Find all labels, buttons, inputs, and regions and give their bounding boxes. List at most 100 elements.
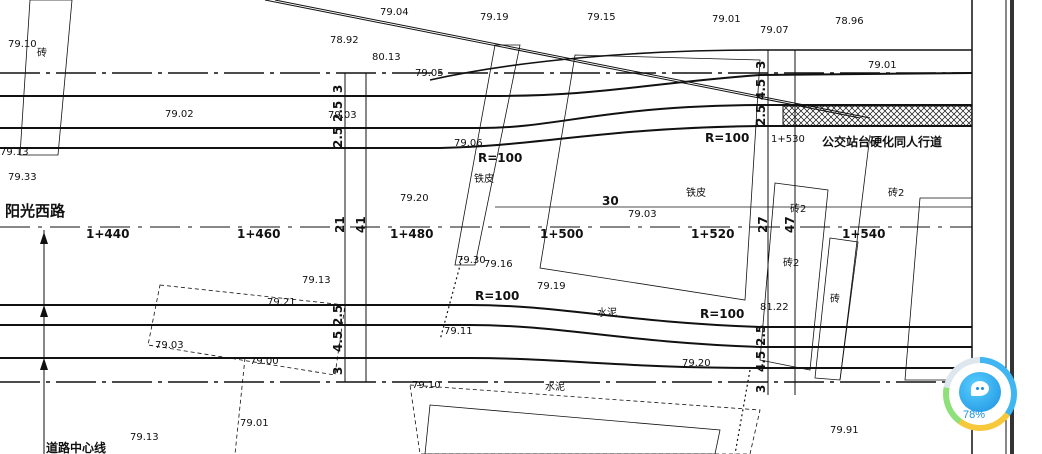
dim-top-2: 2.5 [331,101,345,122]
dim-bottom-1: 2.5 [331,305,345,326]
elevation: 79.21 [267,297,296,308]
elevation: 79.03 [155,340,184,351]
arrow-up-icon [40,305,48,317]
bus-stop-label: 公交站台硬化同人行道 [822,134,942,149]
material-cement: 水泥 [545,380,565,393]
dim-right-bottom-1: 2.5 [754,325,768,346]
material-brick: 砖 [830,292,840,305]
elevation: 79.13 [0,147,29,158]
material-iron: 铁皮 [686,186,706,199]
dot-icon [976,387,979,390]
radius-label: R=100 [705,131,749,145]
centerline-label: 道路中心线 [46,440,106,454]
elevation: 79.13 [302,275,331,286]
dim-bottom-3: 3 [331,367,345,375]
top-curve-upper [429,49,761,81]
dashed-area-bottom [409,384,761,454]
dim-bottom-2: 4.5 [331,331,345,352]
top-lane-line-3 [0,125,972,149]
iron-shed-outline [454,44,521,266]
bottom-lane-line-3 [0,357,972,369]
elevation: 79.19 [480,12,509,23]
station-1-440: 1+440 [86,227,129,241]
building-outline-left [19,0,73,156]
dashed-area-left [147,284,346,376]
station-1-480: 1+480 [390,227,433,241]
elevation: 79.15 [587,12,616,23]
elevation: 79.07 [760,25,789,36]
elevation: 79.04 [380,7,409,18]
assistant-floating-button[interactable]: 78% [943,357,1017,431]
radius-label: R=100 [700,307,744,321]
dashed-boundary-left [234,357,246,454]
station-1-460: 1+460 [237,227,280,241]
dotted-boundary-right [734,369,751,454]
station-1-540: 1+540 [842,227,885,241]
progress-percent: 78% [962,409,986,421]
station-marker-1-530: 1+530 [771,134,805,145]
elevation: 79.30 [457,255,486,266]
elevation: 79.91 [830,425,859,436]
dim-right-top-3: 2.5 [754,105,768,126]
elevation: 79.16 [484,259,513,270]
arrow-up-icon [40,232,48,244]
bus-stop-hatched-area [782,105,973,127]
elevation: 79.20 [682,358,711,369]
station-1-500: 1+500 [540,227,583,241]
dim-47: 47 [783,216,797,233]
assistant-ring: 78% [949,363,1011,425]
dim-top-3: 2.5 [331,127,345,148]
elevation: 79.06 [454,138,483,149]
building-outline-right-1 [759,182,829,371]
elevation: 79.05 [415,68,444,79]
bus-stop-divider [839,134,871,381]
vertical-scrollbar[interactable] [1010,0,1014,454]
elevation: 80.13 [372,52,401,63]
arrow-up-icon [40,358,48,370]
building-outline-right-2 [904,197,973,381]
dim-right-bottom-2: 4.5 [754,351,768,372]
elevation: 79.33 [8,172,37,183]
elevation: 78.92 [330,35,359,46]
dim-right-top-1: 3 [754,61,768,69]
span-30: 30 [602,194,619,208]
bottom-lane-line-1 [360,304,972,328]
dim-right-top-2: 4.5 [754,79,768,100]
material-brick: 砖2 [790,202,806,215]
elevation: 81.22 [760,302,789,313]
dot-icon [981,387,984,390]
dim-41: 41 [354,216,368,233]
bottom-lane-line-2 [0,324,972,348]
road-name: 阳光西路 [5,202,66,220]
elevation: 79.01 [868,60,897,71]
dim-top-1: 3 [331,85,345,93]
building-outline-mid [539,54,761,301]
dotted-boundary [439,257,463,341]
elevation: 79.00 [250,356,279,367]
elevation: 79.02 [165,109,194,120]
elevation: 79.13 [130,432,159,443]
dim-right-bottom-3: 3 [754,385,768,393]
top-lane-line-1 [0,72,973,97]
elevation: 79.11 [444,326,473,337]
elevation: 79.19 [537,281,566,292]
elevation: 79.20 [400,193,429,204]
speech-bubble-icon [971,381,989,396]
top-lane-line-2 [0,104,972,129]
material-cement: 水泥 [597,306,617,319]
elevation: 79.10 [412,380,441,391]
dim-21: 21 [333,216,347,233]
elevation: 79.03 [328,110,357,121]
station-1-520: 1+520 [691,227,734,241]
material-brick: 砖 [37,46,47,59]
elevation: 78.96 [835,16,864,27]
elevation: 79.10 [8,39,37,50]
material-brick: 砖2 [888,186,904,199]
elevation: 79.01 [240,418,269,429]
building-outline-bottom [424,404,721,454]
radius-label: R=100 [475,289,519,303]
elevation: 79.01 [712,14,741,25]
elevation: 79.03 [628,209,657,220]
material-iron: 铁皮 [474,172,494,185]
